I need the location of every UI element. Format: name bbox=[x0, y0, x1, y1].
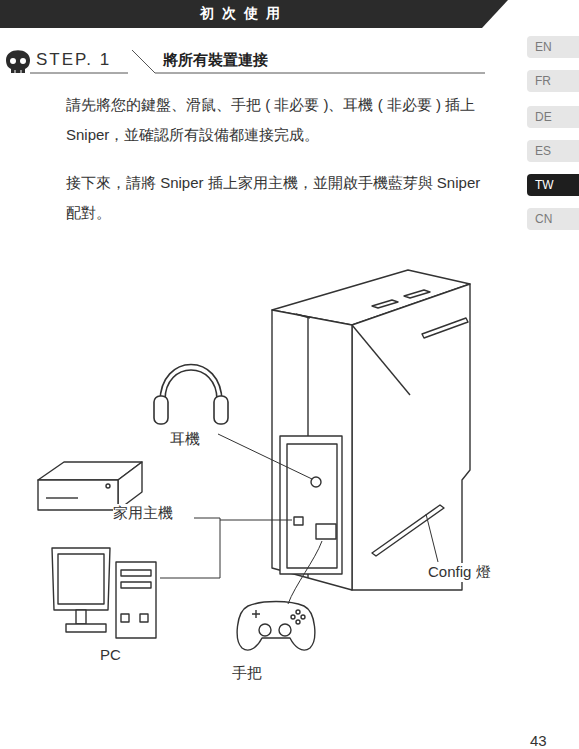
leader-line bbox=[288, 541, 322, 604]
pc-icon bbox=[52, 548, 156, 638]
sniper-device bbox=[272, 270, 470, 590]
device-label: Config 燈 bbox=[428, 563, 491, 582]
language-tab: CN bbox=[527, 208, 579, 230]
body-text: 請先將您的鍵盤、滑鼠、手把 ( 非必要 )、耳機 ( 非必要 ) 插上 Snip… bbox=[66, 90, 484, 150]
tab-label: TW bbox=[535, 178, 554, 192]
device-label: 手把 bbox=[232, 664, 262, 683]
gamepad-icon bbox=[237, 602, 315, 651]
language-tab: DE bbox=[527, 106, 579, 128]
title-banner bbox=[0, 0, 508, 28]
language-tab: FR bbox=[527, 70, 579, 92]
tab-label: FR bbox=[535, 74, 551, 88]
heading-rule bbox=[30, 50, 485, 73]
skull-icon bbox=[6, 50, 30, 73]
console-icon bbox=[38, 462, 142, 510]
device-label: PC bbox=[100, 646, 121, 663]
language-tab: ES bbox=[527, 140, 579, 162]
device-label: 家用主機 bbox=[113, 504, 173, 523]
tab-label: ES bbox=[535, 144, 551, 158]
tab-label: DE bbox=[535, 110, 552, 124]
step-number: STEP. 1 bbox=[36, 50, 111, 70]
connection-bracket bbox=[160, 518, 292, 578]
page-number: 43 bbox=[530, 732, 547, 749]
language-tab: EN bbox=[527, 36, 579, 58]
device-label: 耳機 bbox=[170, 430, 200, 449]
leader-line bbox=[426, 514, 438, 562]
headphones-icon bbox=[154, 365, 228, 425]
tab-label: EN bbox=[535, 40, 552, 54]
page-title: 初 次 使 用 bbox=[200, 5, 282, 23]
leader-line bbox=[218, 434, 312, 479]
body-text: 接下來，請將 Sniper 插上家用主機，並開啟手機藍芽與 Sniper 配對。 bbox=[66, 168, 484, 228]
section-heading: 將所有裝置連接 bbox=[163, 51, 268, 70]
tab-label: CN bbox=[535, 212, 552, 226]
language-tab: TW bbox=[527, 174, 579, 196]
